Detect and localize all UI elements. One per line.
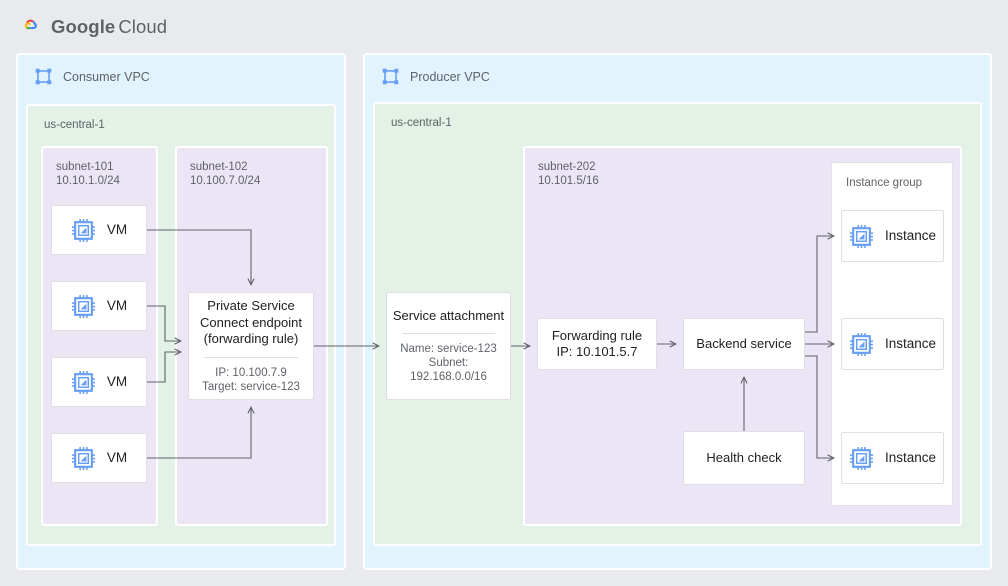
- producer-vpc-header: Producer VPC: [381, 67, 490, 86]
- brand-google: Google: [51, 16, 116, 37]
- producer-vpc-title: Producer VPC: [410, 69, 490, 84]
- subnet-202-label: subnet-202 10.101.5/16: [538, 160, 599, 188]
- instance-node-3[interactable]: Instance: [841, 432, 944, 484]
- consumer-vpc-title: Consumer VPC: [63, 69, 150, 84]
- instance-node-2-label: Instance: [884, 335, 937, 351]
- compute-vm-icon: [71, 294, 95, 318]
- vm-node-3[interactable]: VM: [51, 357, 147, 407]
- consumer-vpc-header: Consumer VPC: [34, 67, 150, 86]
- vm-node-2-label: VM: [106, 297, 128, 313]
- subnet-202-cidr: 10.101.5/16: [538, 175, 599, 187]
- service-attachment-title: Service attachment: [392, 307, 505, 323]
- psc-endpoint-details: IP: 10.100.7.9 Target: service-123: [202, 366, 300, 393]
- instance-node-2[interactable]: Instance: [841, 318, 944, 370]
- compute-vm-icon: [71, 446, 95, 470]
- vm-node-3-label: VM: [106, 373, 128, 389]
- brand-cloud: Cloud: [118, 16, 168, 37]
- subnet-202-name: subnet-202: [538, 161, 596, 173]
- instance-group-label: Instance group: [846, 177, 923, 189]
- google-cloud-logo-icon: [24, 19, 37, 30]
- vpc-network-icon: [382, 68, 399, 85]
- psc-endpoint-divider: [203, 356, 299, 358]
- subnet-102-name: subnet-102: [190, 161, 248, 173]
- service-attachment-divider: [401, 333, 496, 335]
- health-check-title: Health check: [706, 449, 782, 465]
- compute-instance-icon: [850, 332, 873, 356]
- compute-vm-icon: [71, 370, 95, 394]
- subnet-101-label: subnet-101 10.10.1.0/24: [56, 160, 120, 188]
- compute-instance-icon: [850, 224, 873, 248]
- vm-node-4[interactable]: VM: [51, 433, 147, 483]
- health-check-node[interactable]: Health check: [683, 431, 805, 485]
- compute-vm-icon: [71, 218, 95, 242]
- instance-node-1-label: Instance: [884, 227, 937, 243]
- forwarding-rule-title: Forwarding rule IP: 10.101.5.7: [551, 327, 643, 360]
- psc-endpoint-node[interactable]: Private Service Connect endpoint (forwar…: [188, 292, 314, 400]
- producer-region-label: us-central-1: [391, 117, 452, 129]
- consumer-region-label: us-central-1: [44, 119, 105, 131]
- instance-node-3-label: Instance: [884, 449, 937, 465]
- vm-node-2[interactable]: VM: [51, 281, 147, 331]
- vm-node-1-label: VM: [106, 221, 128, 237]
- subnet-101-name: subnet-101: [56, 161, 114, 173]
- service-attachment-node[interactable]: Service attachment Name: service-123 Sub…: [386, 292, 511, 400]
- subnet-102-label: subnet-102 10.100.7.0/24: [190, 160, 260, 188]
- forwarding-rule-node[interactable]: Forwarding rule IP: 10.101.5.7: [537, 318, 657, 370]
- subnet-101-cidr: 10.10.1.0/24: [56, 175, 120, 187]
- instance-node-1[interactable]: Instance: [841, 210, 944, 262]
- service-attachment-details: Name: service-123 Subnet: 192.168.0.0/16: [400, 343, 497, 384]
- backend-service-node[interactable]: Backend service: [683, 318, 805, 370]
- psc-endpoint-title: Private Service Connect endpoint (forwar…: [200, 298, 302, 347]
- vm-node-4-label: VM: [106, 449, 128, 465]
- compute-instance-icon: [850, 446, 873, 470]
- vm-node-1[interactable]: VM: [51, 205, 147, 255]
- backend-service-title: Backend service: [696, 335, 792, 351]
- subnet-102-cidr: 10.100.7.0/24: [190, 175, 261, 187]
- vpc-network-icon: [35, 68, 52, 85]
